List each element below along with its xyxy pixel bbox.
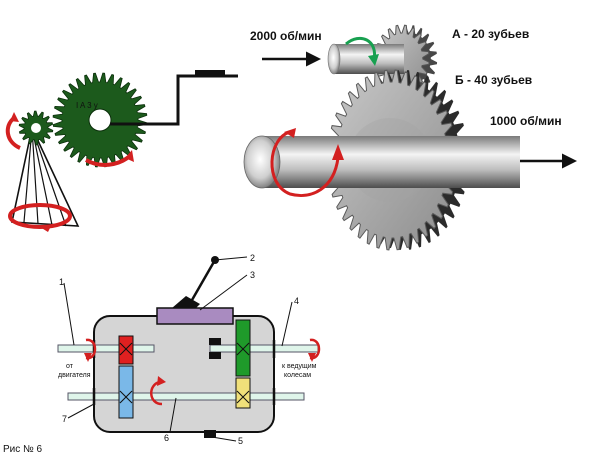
- crank-assembly: I A 3 y: [5, 70, 238, 232]
- output-rotation-arrow: [270, 130, 340, 197]
- linkage-block: [195, 70, 225, 77]
- to-wheels-line1: к ведущим: [282, 363, 317, 370]
- output-shaft-schematic: [209, 344, 319, 353]
- from-engine-line2: двигателя: [58, 372, 91, 379]
- lever-boot: [172, 296, 200, 308]
- small-drive-gear: [18, 110, 54, 146]
- callout-7: 7: [62, 414, 67, 424]
- output-speed-label: 1000 об/мин: [490, 114, 562, 128]
- input-shaft: [327, 43, 404, 75]
- gear-pair-illustration: 2000 об/мин А - 20 зубьев Б - 40 зубьев …: [243, 24, 577, 251]
- countershaft-schematic: [67, 392, 305, 401]
- callout-1: 1: [59, 277, 64, 287]
- drain-plug: [204, 430, 216, 438]
- gearbox-schematic: 1 2 3 4 5 6 7 от двигателя к ведущим кол…: [57, 253, 321, 446]
- bearing-marks: [119, 342, 250, 404]
- input-gear-red: [118, 335, 134, 365]
- input-speed-label: 2000 об/мин: [250, 29, 322, 43]
- callout-6: 6: [164, 433, 169, 443]
- figure-caption: Рис № 6: [3, 444, 43, 455]
- output-gear-green: [235, 319, 251, 377]
- shift-cover: [156, 307, 234, 325]
- output-shaft: [243, 135, 520, 189]
- callout-5: 5: [238, 436, 243, 446]
- sliding-gear-yellow: [235, 377, 251, 409]
- gear-letters: I A 3 y: [76, 101, 98, 110]
- input-shaft-schematic: [57, 344, 155, 353]
- counter-gear-blue: [118, 365, 134, 419]
- callout-lines: [63, 256, 293, 442]
- large-green-gear: I A 3 y: [52, 72, 148, 168]
- synchro-block-1: [209, 338, 221, 345]
- to-wheels-line2: колесам: [284, 372, 311, 379]
- small-gear-rotation-arrow: [5, 116, 21, 150]
- callout-4: 4: [294, 296, 299, 306]
- synchro-block-2: [209, 352, 221, 359]
- cone-body: [11, 125, 80, 227]
- gear-b-label: Б - 40 зубьев: [455, 73, 532, 87]
- from-engine-line1: от: [66, 363, 74, 370]
- callout-2: 2: [250, 253, 255, 263]
- gear-a-label: А - 20 зубьев: [452, 27, 529, 41]
- callout-3: 3: [250, 270, 255, 280]
- shift-lever: [190, 259, 217, 301]
